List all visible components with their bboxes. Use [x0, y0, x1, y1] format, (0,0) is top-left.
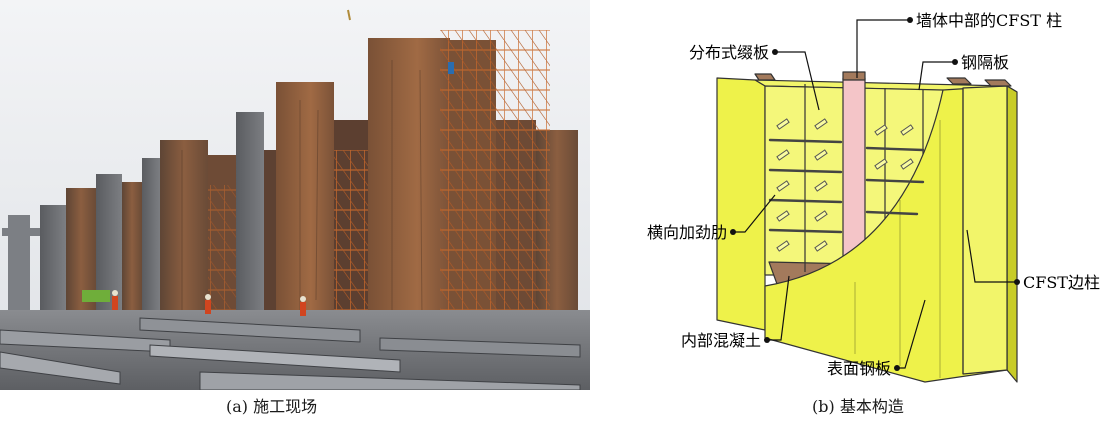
- label-inner-concrete: 内部混凝土: [681, 331, 761, 350]
- batten-plates: [776, 118, 914, 252]
- transverse-stiffeners: [768, 138, 925, 234]
- caption-construction-site: (a) 施工现场: [226, 397, 318, 416]
- background-columns: [2, 205, 66, 315]
- label-surface-steel-plate: 表面钢板: [827, 359, 891, 378]
- caption-basic-structure: (b) 基本构造: [812, 397, 904, 416]
- construction-site-panel: (a) 施工现场: [0, 0, 590, 416]
- callout-dots: [730, 17, 1020, 371]
- structure-diagram-panel: 墙体中部的CFST 柱 分布式缀板 钢隔板 横向加劲肋 CFST边柱 内部混凝土…: [605, 0, 1113, 426]
- workers: [82, 62, 454, 316]
- label-batten-plates: 分布式缀板: [689, 43, 769, 62]
- structure-diagram: 墙体中部的CFST 柱 分布式缀板 钢隔板 横向加劲肋 CFST边柱 内部混凝土…: [647, 11, 1100, 383]
- steel-beams: [0, 317, 581, 391]
- label-transverse-stiffeners: 横向加劲肋: [647, 223, 727, 242]
- label-cfst-edge-column: CFST边柱: [1023, 273, 1100, 292]
- callout-leaders: [733, 19, 1017, 369]
- construction-site-photo: [0, 0, 590, 391]
- label-cfst-middle-column: 墙体中部的CFST 柱: [916, 11, 1062, 30]
- scaffolding: [208, 30, 550, 330]
- shear-wall-body: [716, 71, 1018, 383]
- label-steel-diaphragm: 钢隔板: [961, 53, 1009, 72]
- cfst-middle-column: [842, 77, 866, 271]
